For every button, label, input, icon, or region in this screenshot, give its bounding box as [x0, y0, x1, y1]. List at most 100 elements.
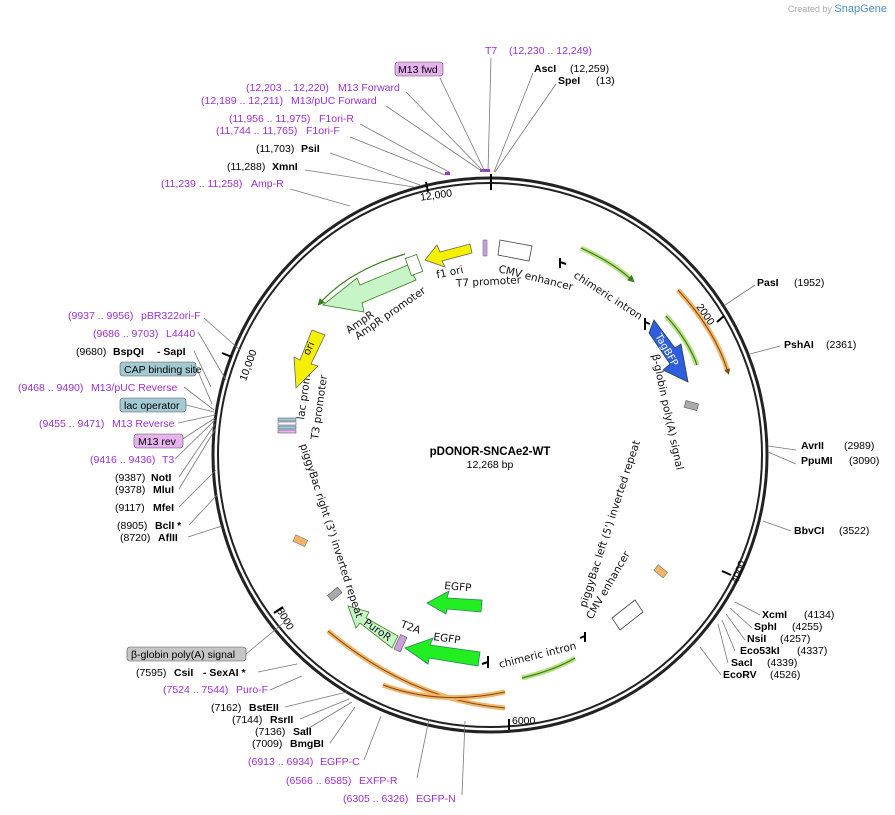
pb-right-box[interactable] [292, 534, 309, 547]
site-mlui-name[interactable]: MluI [153, 484, 174, 496]
site-nsii-pos: (4257) [780, 633, 810, 645]
f1-ori-label: f1 ori [435, 264, 464, 281]
site-pasi-name[interactable]: PasI [757, 277, 779, 289]
ori-label: ori [301, 340, 318, 357]
site-ppumi-name[interactable]: PpuMI [801, 455, 833, 467]
site-m13forward-pos: (12,203 .. 12,220) [246, 82, 329, 94]
site-mfei-name[interactable]: MfeI [153, 502, 174, 514]
site-pbr322-name[interactable]: pBR322ori-F [141, 310, 201, 322]
puror-arrow[interactable] [347, 605, 399, 649]
chimeric-intron-top[interactable] [580, 247, 635, 283]
site-ampr-name[interactable]: Amp-R [251, 178, 284, 190]
site-t7-name[interactable]: T7 [485, 45, 497, 57]
leader-lines [174, 57, 797, 796]
site-psii-name[interactable]: PsiI [301, 143, 320, 155]
bglobin-polya-box[interactable] [683, 400, 699, 412]
m13-rev-box[interactable] [133, 433, 184, 449]
site-purof-name[interactable]: Puro-F [236, 684, 268, 696]
site-sapi-name[interactable]: - SapI [157, 346, 186, 358]
site-m13forward-name[interactable]: M13 Forward [338, 82, 400, 94]
m13-fwd-box[interactable] [394, 61, 444, 77]
promoter-glyph-4 [481, 656, 489, 668]
site-m13puc-fwd-name[interactable]: M13/pUC Forward [291, 95, 377, 107]
plasmid-size: 12,268 bp [467, 459, 514, 471]
site-sexai-name[interactable]: - SexAI * [203, 667, 247, 679]
site-bsteii-name[interactable]: BstEII [249, 702, 279, 714]
chimeric-intron-bottom[interactable] [521, 657, 576, 679]
site-t3-name[interactable]: T3 [162, 454, 174, 466]
cmv-enhancer-bottom[interactable] [611, 599, 644, 631]
egfp-upper-arrow[interactable] [426, 590, 483, 615]
bglobin-bottom-box[interactable] [327, 586, 343, 602]
site-pbr322-pos: (9937 .. 9956) [68, 310, 133, 322]
tick-6000: 6000 [512, 715, 536, 727]
chimeric-intron-top-bg [579, 245, 634, 282]
site-ecorv-pos: (4526) [770, 669, 800, 681]
site-t7-pos: (12,230 .. 12,249) [509, 45, 592, 57]
ori-arrow[interactable] [293, 329, 326, 389]
site-noti-name[interactable]: NotI [151, 472, 171, 484]
site-saci-name[interactable]: SacI [731, 657, 753, 669]
site-bcli-name[interactable]: BclI * [155, 520, 182, 532]
site-egfpn-name[interactable]: EGFP-N [416, 793, 456, 805]
cap-binding-box[interactable] [119, 361, 197, 377]
site-spei-name[interactable]: SpeI [558, 75, 580, 87]
plasmid-name: pDONOR-SNCAe2-WT [430, 446, 551, 458]
site-lacop-name: lac operator [124, 400, 180, 412]
ampr-promoter-box[interactable] [404, 253, 424, 277]
site-xmni-pos: (11,288) [227, 161, 265, 173]
site-t3-pos: (9416 .. 9436) [90, 454, 155, 466]
site-rsrii-name[interactable]: RsrII [270, 714, 293, 726]
site-nsii-name[interactable]: NsiI [747, 633, 766, 645]
site-sphi-name[interactable]: SphI [754, 621, 777, 633]
site-exfpr-name[interactable]: EXFP-R [359, 775, 398, 787]
site-egfpc-pos: (6913 .. 6934) [248, 756, 313, 768]
site-avrii-name[interactable]: AvrII [801, 440, 824, 452]
site-asci-name[interactable]: AscI [534, 63, 556, 75]
site-eco53ki-name[interactable]: Eco53kI [740, 645, 780, 657]
tick-4000: 4000 [729, 559, 748, 585]
site-csii-name[interactable]: CsiI [174, 667, 193, 679]
site-m13reverse-name[interactable]: M13 Reverse [112, 418, 175, 430]
egfp-lower-arrow[interactable] [404, 637, 481, 667]
site-f1ori-f-name[interactable]: F1ori-F [306, 125, 340, 137]
site-sali-pos: (7136) [255, 726, 285, 738]
promoter-glyph-top [559, 258, 567, 268]
site-xcmi-name[interactable]: XcmI [762, 609, 787, 621]
bglobin-label-box[interactable] [126, 646, 247, 662]
site-noti-pos: (9387) [115, 472, 145, 484]
site-egfpc-name[interactable]: EGFP-C [320, 756, 360, 768]
site-f1ori-r-name[interactable]: F1ori-R [319, 113, 354, 125]
tick-marks [221, 174, 732, 730]
site-aflii-name[interactable]: AflII [158, 532, 178, 544]
site-m13puc-rev-name[interactable]: M13/pUC Reverse [91, 382, 178, 394]
site-xmni-name[interactable]: XmnI [272, 161, 298, 173]
site-l4440-name[interactable]: L4440 [166, 328, 195, 340]
site-pshai-name[interactable]: PshAI [784, 339, 814, 351]
site-bspqi-name[interactable]: BspQI [113, 346, 144, 358]
site-saci-pos: (4339) [767, 657, 797, 669]
cap-site-box [277, 417, 297, 422]
ampr-arrow[interactable] [322, 264, 417, 313]
chimeric-intron-top-label: chimeric intron [571, 269, 644, 322]
site-sphi-pos: (4255) [792, 621, 822, 633]
m13-box [277, 429, 297, 434]
site-bbvci-name[interactable]: BbvCI [794, 525, 824, 537]
site-avrii-pos: (2989) [844, 440, 874, 452]
site-xcmi-pos: (4134) [804, 609, 834, 621]
lac-promoter-box [277, 421, 297, 426]
orange-arc-right[interactable] [677, 289, 730, 375]
t2a-box[interactable] [393, 634, 408, 653]
orange-arc-bottom2[interactable] [382, 684, 506, 699]
site-sali-name[interactable]: SalI [293, 726, 312, 738]
cmv-enhancer-top[interactable] [497, 239, 533, 262]
pb-left-box[interactable] [653, 564, 668, 579]
tagbfp-arrow[interactable] [648, 319, 689, 383]
orange-arc-bottom1[interactable] [327, 630, 506, 709]
site-bmgbi-name[interactable]: BmgBI [290, 738, 324, 750]
f1-ori-arrow[interactable] [424, 243, 473, 268]
egfp-upper-label: EGFP [444, 580, 472, 594]
t7-promoter-label: T7 promoter [455, 274, 522, 289]
site-ecorv-name[interactable]: EcoRV [723, 669, 757, 681]
lac-operator-label-box[interactable] [119, 397, 187, 413]
